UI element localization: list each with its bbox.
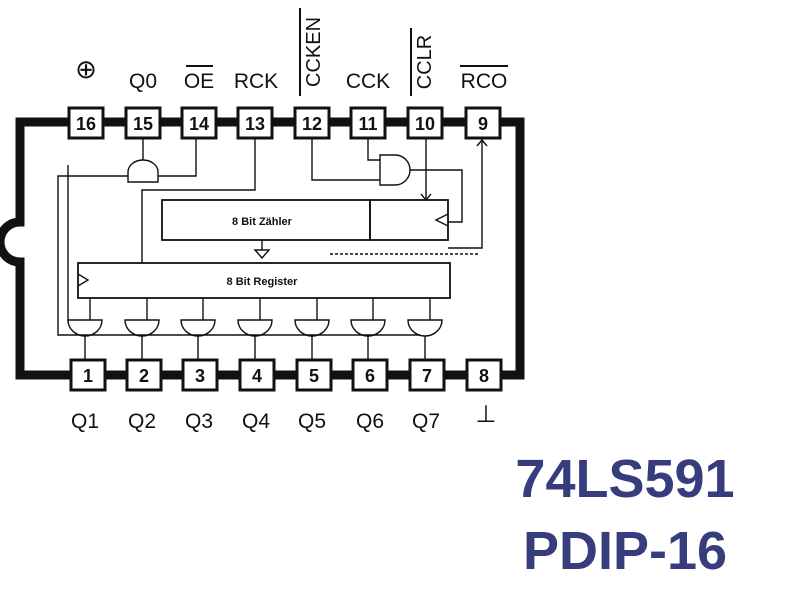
signal-label: Q7 (412, 410, 440, 433)
pin-number: 11 (358, 114, 377, 134)
pin-9: 9 (464, 106, 502, 140)
rck-wiring (141, 138, 256, 263)
pin-number: 8 (479, 366, 489, 386)
register-block (77, 262, 451, 299)
pin-number: 15 (133, 114, 153, 134)
signal-label: RCK (234, 70, 278, 93)
signal-label: Q6 (356, 410, 384, 433)
oe-wiring (57, 138, 420, 336)
rco-wiring (448, 140, 483, 249)
signal-label: Q1 (71, 410, 99, 433)
pin-1: 1 (69, 358, 107, 392)
counter-control-block (369, 199, 449, 241)
signal-label: Q0 (129, 70, 157, 93)
signal-label: CCK (346, 70, 390, 93)
clock-input-marker (434, 213, 449, 227)
ic-package-outline (0, 117, 525, 380)
pin-10: 10 (406, 106, 444, 140)
signal-label-overbar: RCO (461, 70, 508, 93)
top-signal-labels: ⊕ Q0 OE RCK CCKEN CCK CCLR RCO (75, 8, 508, 96)
output-buffer-q7 (407, 319, 443, 337)
output-buffer-q2 (124, 319, 160, 337)
pin-number: 7 (422, 366, 432, 386)
pin-4: 4 (238, 358, 276, 392)
pin-11: 11 (349, 106, 387, 140)
vcc-symbol: ⊕ (75, 54, 97, 84)
pin-6: 6 (351, 358, 389, 392)
clear-arrow (420, 193, 432, 202)
pin-14: 14 (180, 106, 218, 140)
output-buffer-q5 (294, 319, 330, 337)
bottom-signal-labels: Q1 Q2 Q3 Q4 Q5 Q6 Q7 ⊥ (71, 401, 496, 433)
pin-5: 5 (295, 358, 333, 392)
pin-12: 12 (293, 106, 331, 140)
pin-number: 13 (245, 114, 265, 134)
pin-number: 3 (195, 366, 205, 386)
pin-number: 4 (252, 366, 262, 386)
pin-number: 1 (83, 366, 93, 386)
pin-13: 13 (236, 106, 274, 140)
pin-number: 16 (76, 114, 96, 134)
signal-label-vertical: CCLR (414, 35, 436, 89)
pin-number: 9 (478, 114, 488, 134)
package-type: PDIP-16 (522, 521, 728, 581)
output-buffer-q4 (237, 319, 273, 337)
ground-symbol: ⊥ (476, 401, 497, 428)
pin-15: 15 (124, 106, 162, 140)
signal-label-overbar: OE (184, 70, 214, 93)
output-buffer-q3 (180, 319, 216, 337)
and-gate-clock (379, 154, 411, 186)
pin-number: 6 (365, 366, 375, 386)
pin-7: 7 (408, 358, 446, 392)
pin-number: 10 (415, 114, 435, 134)
bottom-pin-row: 1 2 3 4 5 6 7 8 (69, 358, 503, 392)
pin-number: 5 (309, 366, 319, 386)
signal-label: Q5 (298, 410, 326, 433)
pin-number: 12 (302, 114, 322, 134)
signal-label: Q2 (128, 410, 156, 433)
clock-wiring (311, 138, 463, 223)
signal-label: Q4 (242, 410, 270, 433)
rco-arrow (476, 138, 488, 147)
pin-3: 3 (181, 358, 219, 392)
counter-label: 8 Bit Zähler (232, 216, 293, 228)
pin-2: 2 (125, 358, 163, 392)
pin-8: 8 (465, 358, 503, 392)
oe-buffer-gate (127, 159, 159, 183)
counter-to-register-arrow (253, 240, 271, 260)
internal-logic (57, 138, 488, 360)
pin-number: 2 (139, 366, 149, 386)
output-buffer-q6 (350, 319, 386, 337)
signal-label-vertical: CCKEN (303, 17, 325, 87)
output-wiring (84, 298, 431, 360)
pin-number: 14 (189, 114, 209, 134)
part-number: 74LS591 (515, 449, 735, 509)
pin-16: 16 (67, 106, 105, 140)
top-pin-row: 16 15 14 13 12 11 10 9 (67, 106, 502, 140)
register-label: 8 Bit Register (227, 276, 299, 288)
output-buffer-q1 (67, 319, 103, 337)
register-clock-marker (77, 273, 90, 287)
signal-label: Q3 (185, 410, 213, 433)
